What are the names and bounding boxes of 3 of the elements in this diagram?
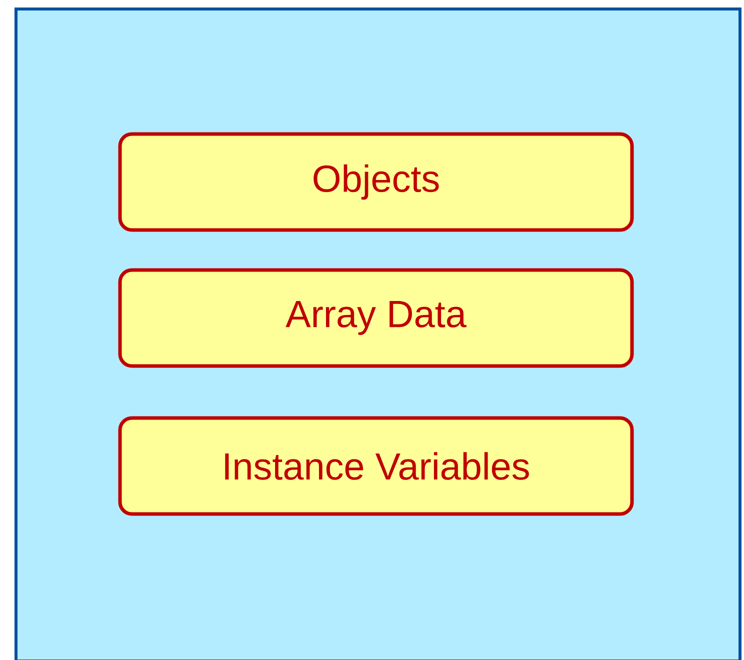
label-box: Array Data xyxy=(118,268,634,368)
label-box: Objects xyxy=(118,132,634,232)
label-box: Instance Variables xyxy=(118,416,634,516)
